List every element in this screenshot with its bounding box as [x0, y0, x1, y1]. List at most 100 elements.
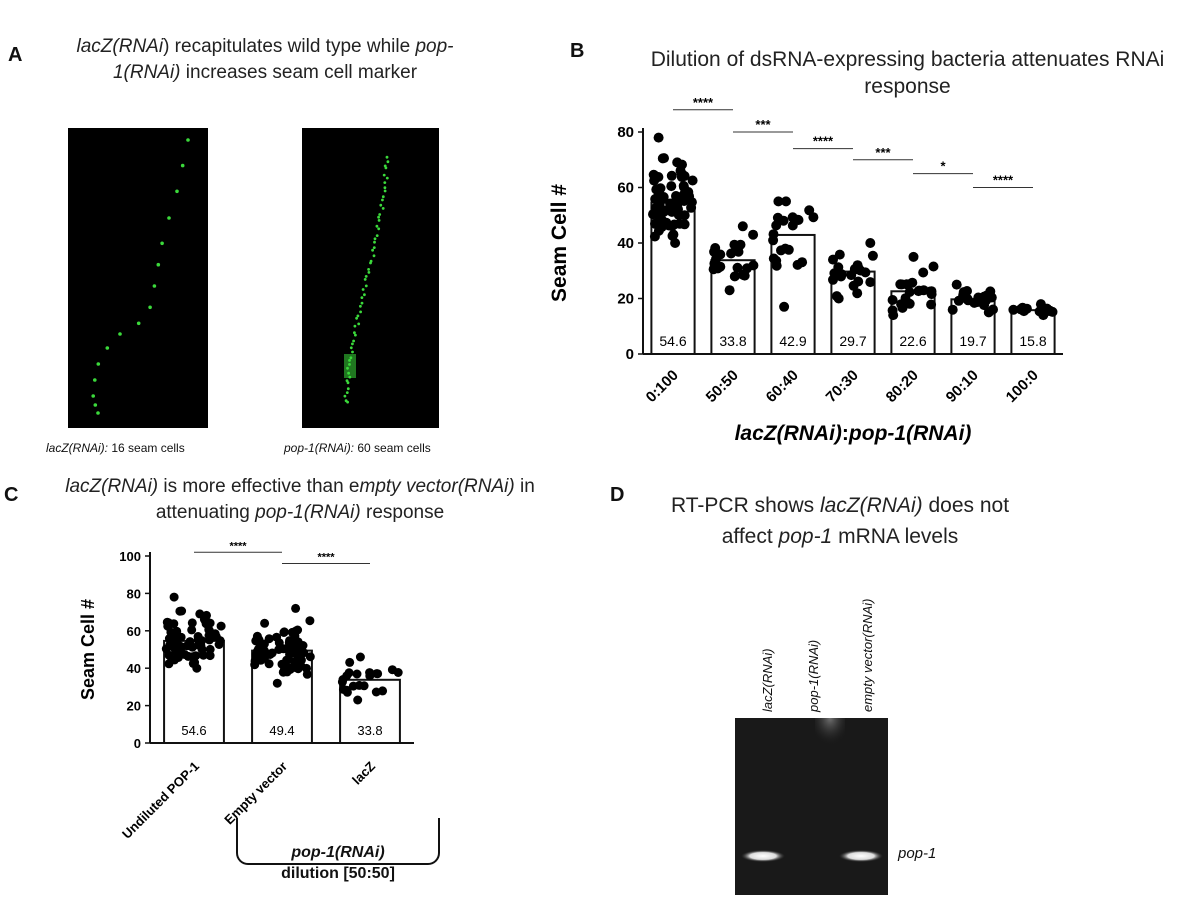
panel-a-title: lacZ(RNAi) recapitulates wild type while… — [60, 34, 470, 86]
bar-value-label: 49.4 — [269, 723, 294, 738]
significance-stars: *** — [755, 117, 771, 132]
significance-stars: **** — [813, 134, 834, 149]
data-point — [780, 243, 791, 254]
data-point — [887, 305, 898, 316]
seam-cell — [160, 241, 164, 246]
seam-cell — [373, 240, 376, 244]
panel-d-letter: D — [610, 484, 625, 506]
data-point — [679, 219, 690, 230]
data-point — [686, 202, 697, 213]
panel-c-title-em1: lacZ(RNAi) — [65, 476, 159, 497]
data-point — [175, 606, 185, 616]
significance-stars: * — [940, 159, 946, 174]
seam-cell — [377, 219, 381, 222]
panel-c-title-t3: response — [360, 502, 445, 523]
seam-cell — [345, 391, 349, 394]
data-point — [651, 184, 662, 195]
category-label: 90:10 — [943, 367, 982, 406]
data-point — [732, 262, 743, 273]
seam-cell — [352, 339, 355, 343]
data-point — [204, 618, 214, 628]
data-point — [173, 634, 182, 644]
y-tick-label: 40 — [127, 661, 141, 676]
panel-a-title-t2: increases seam cell marker — [180, 62, 418, 83]
data-point — [258, 645, 268, 655]
dilution-bracket — [236, 818, 440, 865]
data-point — [353, 695, 363, 705]
seam-cell — [377, 227, 381, 231]
seam-cell — [371, 248, 374, 252]
category-label: 50:50 — [703, 367, 742, 406]
data-point — [907, 277, 918, 288]
x-axis-label-part: lacZ(RNAi) — [735, 422, 842, 445]
seam-cell — [377, 215, 380, 219]
panel-d-title: RT-PCR shows lacZ(RNAi) does not affect … — [600, 490, 1080, 552]
lane-label-lacz: lacZ(RNAi) — [760, 648, 775, 712]
caption-lacz-em: lacZ(RNAi): — [46, 441, 108, 455]
y-tick-label: 20 — [617, 291, 634, 308]
data-point — [1021, 303, 1032, 314]
band-empty-vector — [839, 850, 883, 862]
data-point — [828, 274, 838, 285]
category-label: 100:0 — [1003, 367, 1042, 406]
seam-cell — [381, 195, 385, 199]
data-point — [849, 263, 860, 274]
seam-cell — [382, 173, 386, 177]
data-point — [254, 635, 264, 645]
seam-cell — [96, 362, 101, 366]
seam-cell — [152, 284, 157, 288]
bar-value-label: 33.8 — [719, 333, 746, 349]
y-tick-label: 20 — [127, 699, 141, 714]
bar-value-label: 29.7 — [839, 333, 866, 349]
data-point — [264, 634, 274, 644]
seam-cell — [353, 324, 357, 328]
data-point — [352, 669, 362, 679]
data-point — [928, 261, 939, 272]
panel-c-title: lacZ(RNAi) is more effective than empty … — [55, 474, 545, 526]
seam-cell — [343, 394, 347, 398]
data-point — [164, 659, 174, 669]
data-point — [951, 279, 962, 290]
y-tick-label: 60 — [127, 624, 141, 639]
seam-cell — [375, 224, 379, 228]
seam-cell — [346, 387, 350, 391]
category-label: 80:20 — [883, 367, 922, 406]
data-point — [372, 669, 382, 679]
data-point — [925, 286, 936, 297]
data-point — [169, 592, 179, 602]
data-point — [831, 291, 842, 302]
data-point — [748, 260, 759, 271]
bar-value-label: 19.7 — [959, 333, 986, 349]
seam-cell — [353, 331, 356, 335]
seam-cell — [156, 262, 161, 267]
seam-cell — [91, 394, 95, 398]
data-point — [185, 637, 195, 647]
rt-pcr-gel — [735, 718, 888, 895]
seam-cell — [118, 332, 122, 336]
seam-cell — [381, 207, 385, 210]
data-point — [653, 172, 664, 182]
significance-stars: *** — [875, 145, 891, 160]
category-label: lacZ — [349, 758, 378, 787]
y-tick-label: 100 — [119, 549, 141, 564]
data-point — [667, 230, 678, 241]
panel-a-title-em1: lacZ(RNAi — [76, 36, 164, 57]
significance-stars: **** — [993, 173, 1014, 188]
data-point — [678, 170, 689, 181]
data-point — [355, 652, 365, 662]
data-point — [291, 603, 301, 613]
data-point — [195, 609, 205, 619]
seam-cell — [375, 234, 379, 237]
seam-cell — [361, 288, 365, 291]
seam-cell — [167, 216, 171, 220]
panel-d-title-t1: RT-PCR shows — [670, 494, 820, 517]
panel-c-letter: C — [4, 484, 19, 506]
panel-a-letter: A — [8, 44, 23, 66]
seam-cell — [354, 333, 357, 337]
data-point — [865, 277, 876, 288]
data-point — [666, 206, 677, 217]
data-point — [272, 678, 282, 688]
seam-cell — [186, 138, 190, 142]
x-axis-label: lacZ(RNAi):pop-1(RNAi) — [735, 422, 972, 445]
data-point — [709, 246, 720, 257]
